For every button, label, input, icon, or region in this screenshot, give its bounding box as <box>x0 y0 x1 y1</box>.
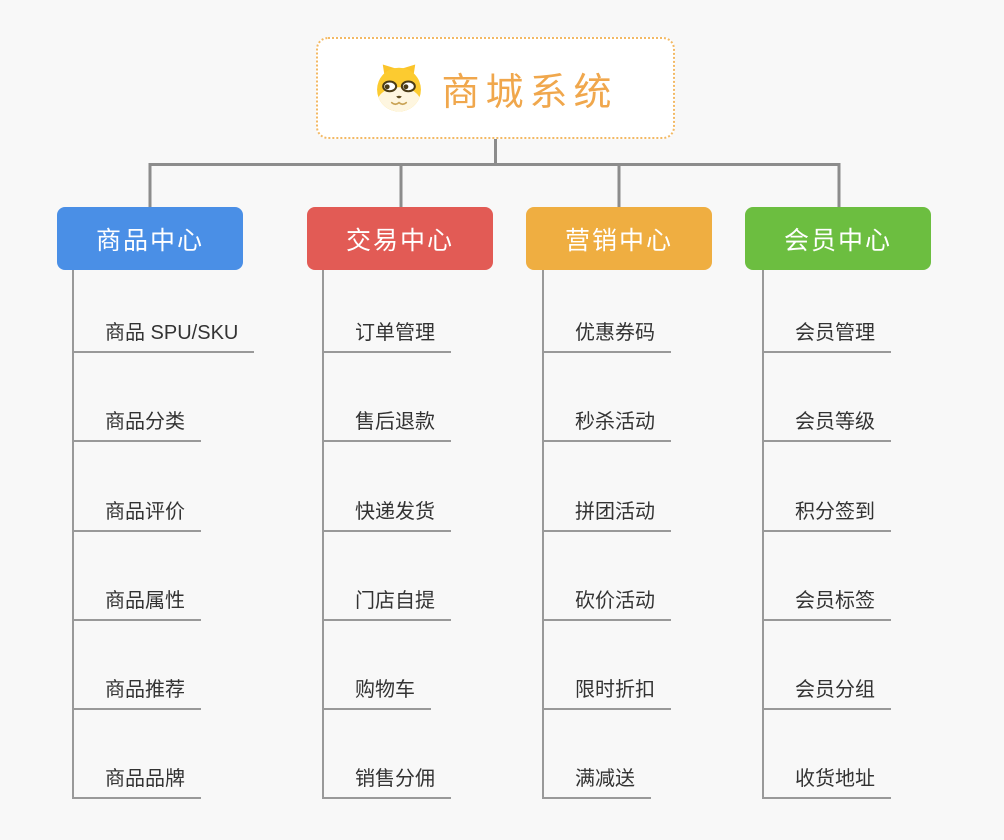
topic-item[interactable]: 会员标签 <box>762 587 891 621</box>
branch-header-label: 交易中心 <box>345 226 454 255</box>
topic-item[interactable]: 会员管理 <box>762 319 891 353</box>
topic-item[interactable]: 优惠券码 <box>542 319 671 353</box>
topic-item[interactable]: 会员等级 <box>762 408 891 442</box>
branch-column-marketing-center: 优惠券码 秒杀活动 拼团活动 砍价活动 限时折扣 满减送 <box>542 0 792 840</box>
topic-item[interactable]: 拼团活动 <box>542 498 671 532</box>
topic-item[interactable]: 商品品牌 <box>72 765 201 799</box>
branch-header-product-center[interactable]: 商品中心 <box>57 207 243 270</box>
topic-item[interactable]: 门店自提 <box>322 587 451 621</box>
topic-item[interactable]: 订单管理 <box>322 319 451 353</box>
topic-item[interactable]: 积分签到 <box>762 498 891 532</box>
topic-item[interactable]: 收货地址 <box>762 765 891 799</box>
branch-header-member-center[interactable]: 会员中心 <box>745 207 931 270</box>
topic-item[interactable]: 销售分佣 <box>322 765 451 799</box>
branch-trunk-line <box>322 270 324 799</box>
branch-header-label: 会员中心 <box>783 226 892 255</box>
topic-item[interactable]: 商品分类 <box>72 408 201 442</box>
topic-item[interactable]: 商品属性 <box>72 587 201 621</box>
topic-item[interactable]: 秒杀活动 <box>542 408 671 442</box>
branch-trunk-line <box>542 270 544 799</box>
topic-item[interactable]: 砍价活动 <box>542 587 671 621</box>
topic-item[interactable]: 商品评价 <box>72 498 201 532</box>
topic-item[interactable]: 满减送 <box>542 765 651 799</box>
topic-item[interactable]: 售后退款 <box>322 408 451 442</box>
branch-column-trade-center: 订单管理 售后退款 快递发货 门店自提 购物车 销售分佣 <box>322 0 572 840</box>
topic-item[interactable]: 商品 SPU/SKU <box>72 319 255 353</box>
root-topic-title: 商城系统 <box>441 71 618 114</box>
topic-item[interactable]: 会员分组 <box>762 676 891 710</box>
branch-column-product-center: 商品 SPU/SKU 商品分类 商品评价 商品属性 商品推荐 商品品牌 <box>72 0 322 840</box>
branch-trunk-line <box>72 270 74 799</box>
topic-item[interactable]: 购物车 <box>322 676 431 710</box>
branch-header-marketing-center[interactable]: 营销中心 <box>526 207 712 270</box>
topic-item[interactable]: 快递发货 <box>322 498 451 532</box>
branch-header-label: 商品中心 <box>95 226 204 255</box>
branch-header-label: 营销中心 <box>564 226 673 255</box>
topic-item[interactable]: 商品推荐 <box>72 676 201 710</box>
branch-header-trade-center[interactable]: 交易中心 <box>307 207 493 270</box>
shiba-dog-face-icon <box>377 64 422 112</box>
branch-trunk-line <box>762 270 764 799</box>
root-topic-node[interactable]: 商城系统 <box>316 37 675 139</box>
topic-item[interactable]: 限时折扣 <box>542 676 671 710</box>
branch-column-member-center: 会员管理 会员等级 积分签到 会员标签 会员分组 收货地址 <box>762 0 1004 840</box>
